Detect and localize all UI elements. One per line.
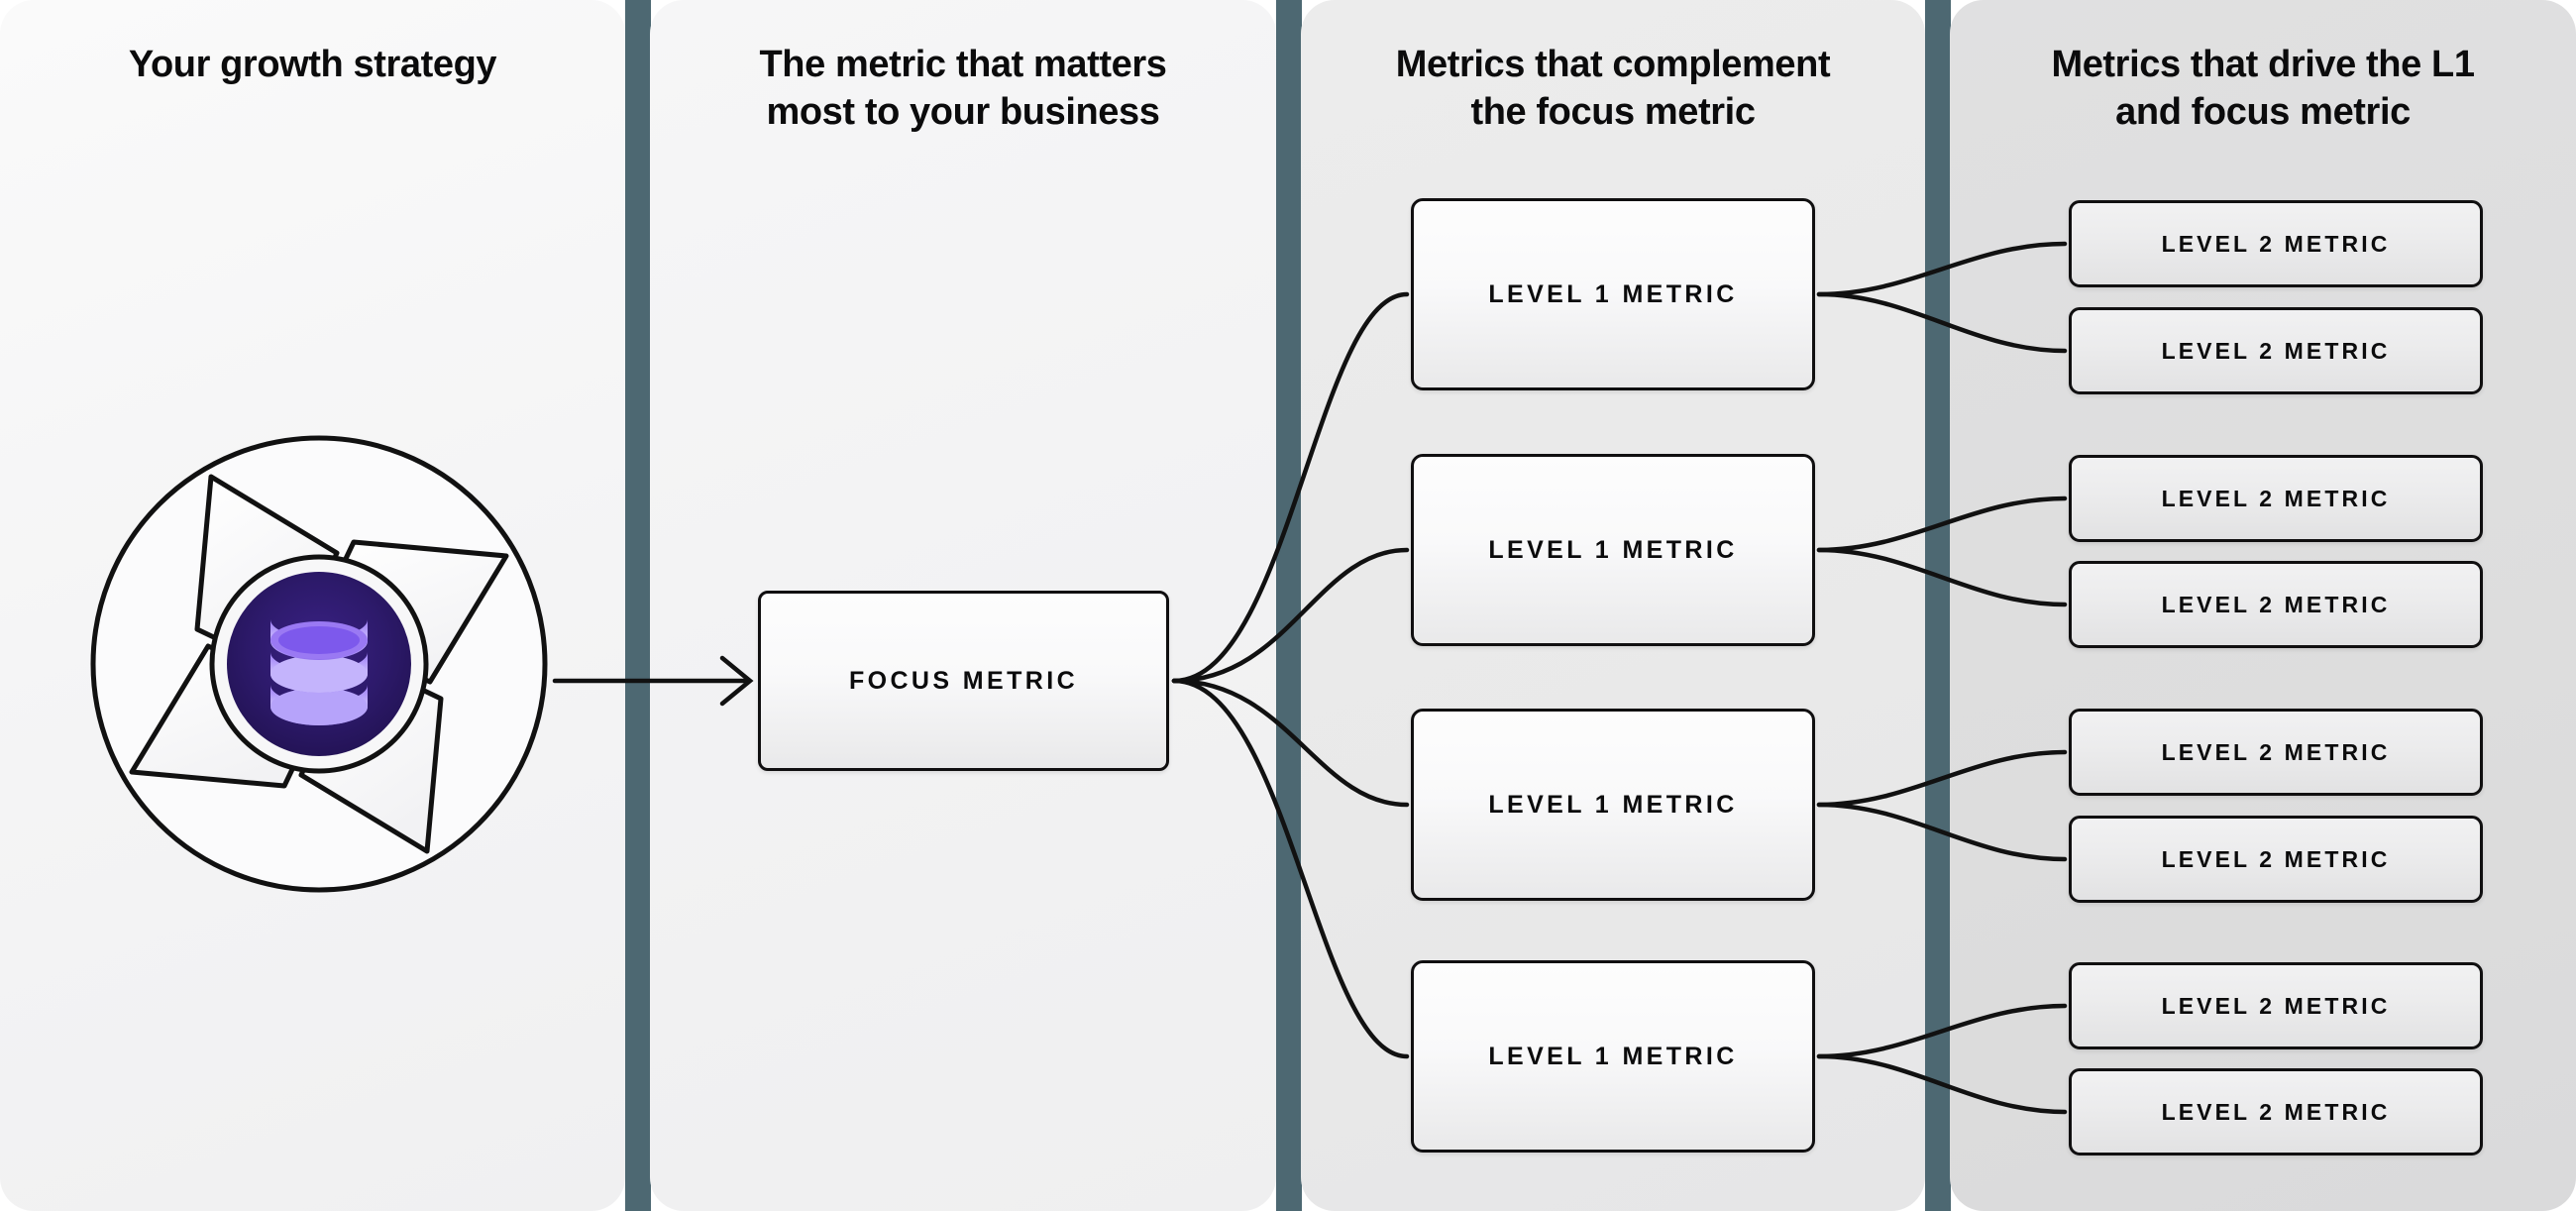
- level2-metric-node-2[interactable]: Level 2 metric: [2069, 307, 2483, 394]
- level2-metric-node-5[interactable]: Level 2 metric: [2069, 709, 2483, 796]
- level2-metric-node-1[interactable]: Level 2 metric: [2069, 200, 2483, 287]
- level1-metric-node-3[interactable]: Level 1 metric: [1411, 709, 1815, 901]
- column-heading-level2: Metrics that drive the L1 and focus metr…: [2051, 44, 2475, 133]
- column-divider-2: [1276, 0, 1302, 1211]
- focus-metric-node[interactable]: Focus metric: [758, 591, 1169, 771]
- level2-metric-node-6[interactable]: Level 2 metric: [2069, 816, 2483, 903]
- database-icon: [270, 619, 368, 725]
- column-divider-3: [1925, 0, 1951, 1211]
- column-heading-strategy: Your growth strategy: [128, 44, 497, 85]
- level1-metric-node-1[interactable]: Level 1 metric: [1411, 198, 1815, 390]
- growth-strategy-emblem: [90, 435, 548, 893]
- level2-metric-node-3[interactable]: Level 2 metric: [2069, 455, 2483, 542]
- level2-metric-node-7[interactable]: Level 2 metric: [2069, 962, 2483, 1049]
- column-heading-focus: The metric that matters most to your bus…: [759, 44, 1167, 133]
- column-heading-level1: Metrics that complement the focus metric: [1395, 44, 1831, 133]
- level1-metric-node-4[interactable]: Level 1 metric: [1411, 960, 1815, 1153]
- level1-metric-node-2[interactable]: Level 1 metric: [1411, 454, 1815, 646]
- level2-metric-node-4[interactable]: Level 2 metric: [2069, 561, 2483, 648]
- column-divider-1: [625, 0, 651, 1211]
- level2-metric-node-8[interactable]: Level 2 metric: [2069, 1068, 2483, 1156]
